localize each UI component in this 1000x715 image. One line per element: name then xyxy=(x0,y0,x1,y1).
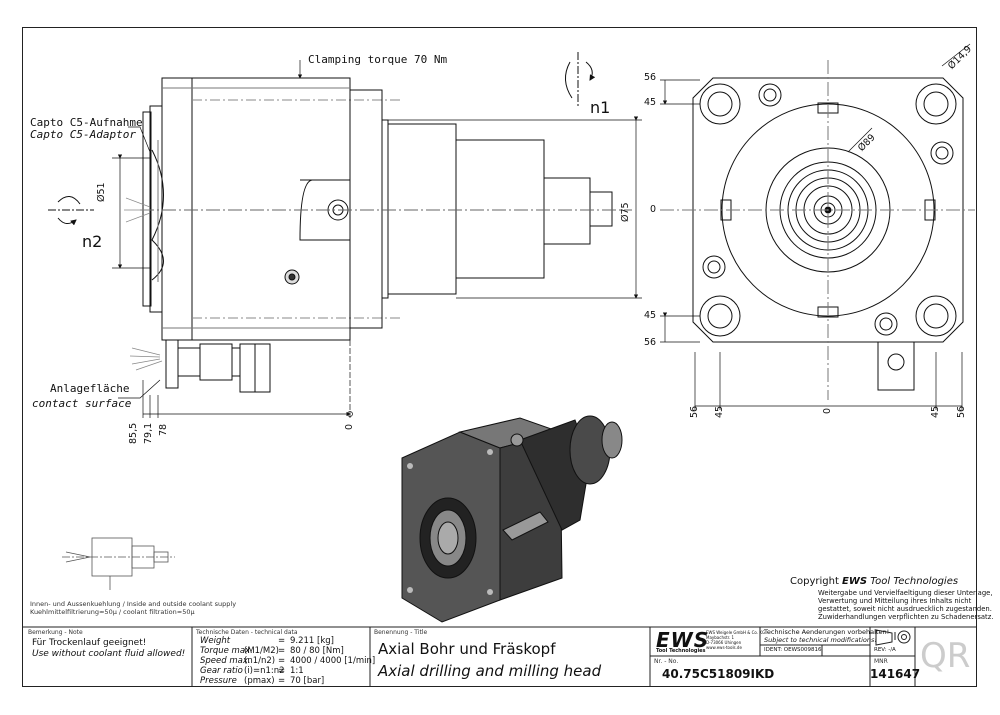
tech-row-label: Speed max. xyxy=(200,656,251,666)
diameter-51-label: Ø51 xyxy=(96,182,107,202)
tech-row-label: Pressure xyxy=(200,676,237,686)
tech-data-header: Technische Daten - technical data xyxy=(196,629,298,636)
note-header: Bemerkung - Note xyxy=(28,629,83,636)
ews-logo-sub: Tool Technologies xyxy=(656,648,706,654)
main-housing xyxy=(161,77,351,341)
dim-front-left-45-bottom: 45 xyxy=(644,310,657,321)
capto-label-de: Capto C5-Aufnahme xyxy=(30,116,143,129)
dim-front-bottom-45-right: 45 xyxy=(930,405,941,418)
front-dimensions xyxy=(660,43,971,410)
rotation-symbol-n1 xyxy=(565,52,596,108)
diameter-75-label: Ø75 xyxy=(620,202,631,222)
drawing-sheet-border xyxy=(22,27,977,687)
copyright-line-1: Weitergabe und Vervielfaeltigung dieser … xyxy=(818,589,993,597)
dim-0-side: 0 xyxy=(344,423,355,430)
qr-code-placeholder: QR xyxy=(920,636,971,676)
dim-front-left-56-top: 56 xyxy=(644,72,657,83)
mnr-label: MNR xyxy=(874,658,888,665)
tech-row-eq: = xyxy=(278,636,286,646)
tech-row-label: Torque max. xyxy=(200,646,253,656)
coolant-note-line-2: Kuehlmittelfiltrierung≈50µ / coolant fil… xyxy=(30,608,195,616)
rotation-symbol-n2 xyxy=(48,196,94,226)
part-number: 40.75C51809IKD xyxy=(662,667,775,681)
side-view xyxy=(124,77,632,393)
projection-symbol xyxy=(875,629,911,646)
rotation-label-n2: n2 xyxy=(82,232,103,251)
dim-front-bottom-56-left: 56 xyxy=(689,405,700,418)
tech-row-sym: (n1/n2) xyxy=(244,656,276,666)
ident-number: IDENT: OEWS009816 xyxy=(764,647,822,653)
tech-row-sym: (i)=n1:n2 xyxy=(244,666,285,676)
side-dimensions xyxy=(112,60,642,418)
tech-row-sym: (M1/M2) xyxy=(244,646,279,656)
tech-row-value: 4000 / 4000 [1/min] xyxy=(290,656,376,666)
copyright-line-2: Verwertung und Mitteilung ihres Inhalts … xyxy=(818,597,972,605)
isometric-view xyxy=(401,415,623,623)
dim-front-left-0: 0 xyxy=(650,204,657,215)
dim-front-left-45-top: 45 xyxy=(644,97,657,108)
tech-row-eq: = xyxy=(278,656,286,666)
dim-front-bottom-45-left: 45 xyxy=(714,405,725,418)
tech-row-label: Weight xyxy=(200,636,231,646)
ews-logo: EWS xyxy=(656,628,710,652)
tech-row-eq: = xyxy=(278,646,286,656)
copyright-line-4: Zuwiderhandlungen verpflichten zu Schade… xyxy=(818,613,994,621)
front-view xyxy=(660,60,975,400)
copyright-line-3: gestattet, soweit nicht ausdruecklich zu… xyxy=(818,605,992,613)
contact-surface-label-de: Anlagefläche xyxy=(50,382,130,395)
capto-label-en: Capto C5-Adaptor xyxy=(30,128,136,141)
titleblock-grid xyxy=(22,626,977,687)
note-de: Für Trockenlauf geeignet! xyxy=(32,638,147,648)
tech-row-eq: = xyxy=(278,676,286,686)
coolant-schematic xyxy=(62,537,175,590)
dim-front-bottom-0: 0 xyxy=(822,407,833,414)
company-address: EWS Weigele GmbH & Co. KG Maybachstr. 1 … xyxy=(706,630,766,650)
coolant-note-line-1: Innen- und Aussenkuehlung / Inside and o… xyxy=(30,600,237,608)
title-header: Benennung - Title xyxy=(374,629,428,636)
revision: REV: -/A xyxy=(874,647,896,653)
changes-de: Technische Aenderungen vorbehalten! xyxy=(764,628,890,636)
copyright-heading: Copyright EWS Tool Technologies xyxy=(790,576,959,587)
capto-flange xyxy=(149,105,163,313)
part-number-label: Nr. - No. xyxy=(654,658,679,665)
tech-row-label: Gear ratio xyxy=(200,666,243,676)
note-en: Use without coolant fluid allowed! xyxy=(32,649,186,659)
title-en: Axial drilling and milling head xyxy=(378,662,602,680)
tech-row-value: 80 / 80 [Nm] xyxy=(290,646,344,656)
tech-row-value: 9.211 [kg] xyxy=(290,636,334,646)
dim-front-bottom-56-right: 56 xyxy=(956,405,967,418)
changes-en: Subject to technical modifications! xyxy=(764,636,877,644)
tech-row-sym: (pmax) xyxy=(244,676,275,686)
small-bolts xyxy=(702,83,954,336)
tech-row-value: 1:1 xyxy=(290,666,304,676)
title-de: Axial Bohr und Fräskopf xyxy=(378,640,556,658)
contact-surface-label-en: contact surface xyxy=(32,397,132,410)
rotation-label-n1: n1 xyxy=(590,98,611,117)
dim-78: 78 xyxy=(158,423,169,436)
tech-row-value: 70 [bar] xyxy=(290,676,325,686)
dim-79-1: 79,1 xyxy=(143,422,154,444)
front-housing xyxy=(692,77,964,343)
tech-row-eq: = xyxy=(278,666,286,676)
clamping-torque-label: Clamping torque 70 Nm xyxy=(308,53,448,66)
dim-85-5: 85,5 xyxy=(128,422,139,444)
dim-front-left-56-bottom: 56 xyxy=(644,337,657,348)
mnr-number: 141647 xyxy=(870,667,921,681)
